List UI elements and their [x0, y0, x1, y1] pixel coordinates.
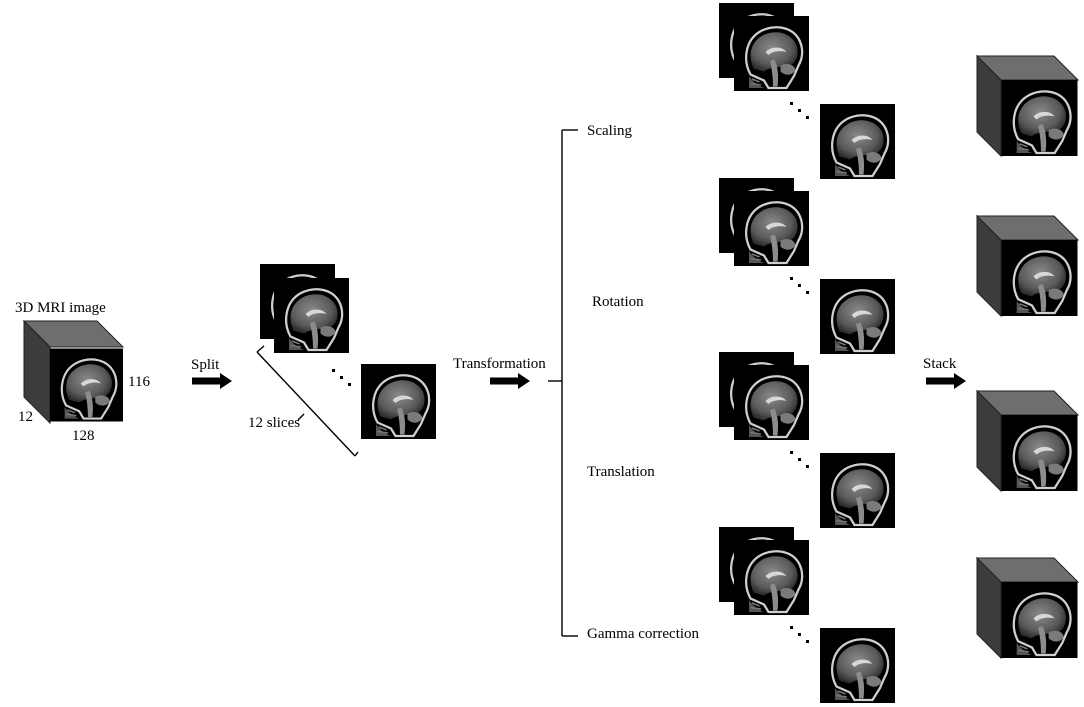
input-title: 3D MRI image [15, 300, 106, 316]
slices-ellipsis-dot-1 [340, 376, 343, 379]
transform-scaling-label: Scaling [587, 123, 632, 139]
output-cube-1-side [976, 54, 1002, 158]
output-cube-2-front [1001, 240, 1078, 316]
dim-height-label: 116 [128, 374, 150, 390]
slices-bracket-top-tick [256, 345, 265, 353]
output-cube-3-front [1001, 415, 1078, 491]
transform-gamma-label: Gamma correction [587, 626, 700, 642]
output-cube-3-side [976, 389, 1002, 493]
output-cube-4-front [1001, 582, 1078, 658]
slices-bracket-bottom-tick [354, 451, 359, 457]
transform-rotation-label: Rotation [592, 294, 644, 310]
transformation-arrow-head [518, 373, 530, 389]
input-mri-cube-side [23, 319, 51, 425]
output-cube-2-side [976, 214, 1002, 318]
stack-arrow-head [954, 373, 966, 389]
rotation-ellipsis-dot-1 [798, 284, 801, 287]
scaling-slice-front [734, 16, 809, 91]
transformation-label: Transformation [453, 356, 546, 372]
gamma-ellipsis-dot-1 [798, 633, 801, 636]
slice-front [274, 278, 349, 353]
transform-translation-label: Translation [587, 464, 655, 480]
translation-ellipsis-dot-2 [806, 465, 809, 468]
split-label: Split [191, 357, 220, 373]
transformation-arrow-shaft [490, 377, 520, 385]
translation-slice-front [734, 365, 809, 440]
output-cube-4-side [976, 556, 1002, 660]
rotation-ellipsis-dot-2 [806, 291, 809, 294]
split-arrow-shaft [192, 377, 222, 385]
scaling-ellipsis-dot-0 [790, 102, 793, 105]
gamma-slice-front [734, 540, 809, 615]
translation-ellipsis-dot-1 [798, 458, 801, 461]
scaling-ellipsis-dot-1 [798, 109, 801, 112]
translation-slice-last [820, 453, 895, 528]
dim-width-label: 128 [72, 428, 95, 444]
slices-ellipsis-dot-2 [348, 383, 351, 386]
dim-depth-label: 12 [18, 409, 33, 425]
rotation-ellipsis-dot-0 [790, 277, 793, 280]
translation-ellipsis-dot-0 [790, 451, 793, 454]
stack-label: Stack [923, 356, 957, 372]
gamma-ellipsis-dot-2 [806, 640, 809, 643]
slices-bracket-mid-tick [297, 413, 305, 421]
slices-bracket-diagonal [256, 351, 356, 457]
scaling-slice-last [820, 104, 895, 179]
stack-arrow-shaft [926, 377, 956, 385]
output-cube-1-front [1001, 80, 1078, 156]
slices-ellipsis-dot-0 [332, 369, 335, 372]
input-mri-cube-front [50, 347, 123, 423]
slice-last [361, 364, 436, 439]
gamma-slice-last [820, 628, 895, 703]
scaling-ellipsis-dot-2 [806, 116, 809, 119]
rotation-slice-front [734, 191, 809, 266]
slices-label: 12 slices [248, 415, 301, 431]
split-arrow-head [220, 373, 232, 389]
rotation-slice-last [820, 279, 895, 354]
gamma-ellipsis-dot-0 [790, 626, 793, 629]
